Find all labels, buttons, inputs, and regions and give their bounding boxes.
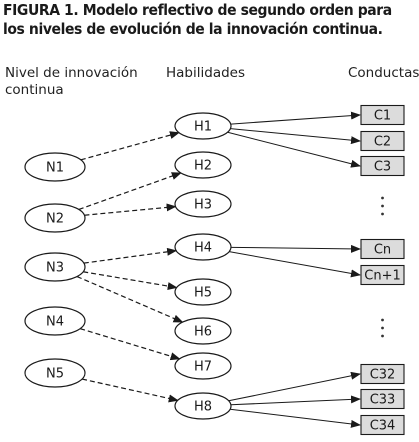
link-h1-c2 (230, 128, 361, 145)
link-n4-h7 (79, 328, 181, 361)
figure-title: FIGURA 1. Modelo reflectivo de segundo o… (3, 1, 392, 38)
behavior-label: Cn (374, 243, 391, 258)
behavior-node-c1: C1 (360, 104, 405, 126)
link-n2-h2 (78, 172, 182, 211)
link-n2-h3 (84, 203, 177, 216)
ellipsis-marker-1 (381, 196, 384, 216)
level-node-n3: N3 (24, 252, 86, 282)
link-h4-cnplus1 (229, 251, 361, 278)
link-n1-h1 (80, 131, 180, 161)
skill-node-h7: H7 (174, 352, 232, 380)
level-label: N4 (46, 315, 64, 330)
link-h8-c33 (230, 395, 361, 406)
ellipsis-marker-2 (381, 318, 384, 338)
level-label: N1 (46, 161, 64, 176)
skill-node-h2: H2 (174, 151, 232, 179)
behavior-label: C34 (370, 419, 396, 434)
skill-label: H7 (194, 360, 212, 375)
link-h8-c32 (228, 371, 361, 402)
link-h8-c34 (230, 408, 361, 428)
level-label: N5 (46, 367, 64, 382)
skill-node-h6: H6 (174, 317, 232, 345)
level-skill-links (76, 131, 184, 403)
level-node-n2: N2 (24, 203, 86, 233)
level-node-n1: N1 (24, 152, 86, 182)
behavior-node-c2: C2 (360, 130, 405, 152)
level-label: N2 (46, 212, 64, 227)
link-n3-h6 (76, 275, 184, 323)
link-h1-c3 (227, 131, 361, 168)
skill-label: H4 (194, 241, 212, 256)
skill-label: H5 (194, 286, 212, 301)
skill-label: H6 (194, 325, 212, 340)
behavior-label: C32 (370, 368, 396, 383)
skill-behavior-links (227, 111, 361, 428)
link-n3-h4 (83, 247, 178, 264)
link-h4-cn (230, 244, 361, 253)
level-node-n4: N4 (24, 306, 86, 336)
column-header-habilidades: Habilidades (166, 65, 245, 81)
behavior-label: C2 (374, 135, 391, 150)
skill-node-h3: H3 (174, 190, 232, 218)
link-h1-c1 (230, 111, 361, 125)
ellipsis-markers (381, 196, 384, 338)
skill-node-h5: H5 (174, 278, 232, 306)
level-node-n5: N5 (24, 358, 86, 388)
level-label: N3 (46, 261, 64, 276)
behavior-label: Cn+1 (364, 269, 400, 284)
link-n5-h8 (81, 378, 179, 403)
behavior-node-cnplus1: Cn+1 (360, 264, 405, 286)
skill-node-h4: H4 (174, 233, 232, 261)
behavior-label: C33 (370, 393, 396, 408)
skill-label: H1 (194, 120, 212, 135)
link-n3-h5 (83, 271, 178, 291)
behavior-label: C3 (374, 160, 391, 175)
behavior-label: C1 (374, 109, 391, 124)
skill-node-h8: H8 (174, 392, 232, 420)
skill-label: H2 (194, 159, 212, 174)
behavior-node-c33: C33 (360, 388, 405, 410)
behavior-node-c3: C3 (360, 155, 405, 177)
skill-label: H8 (194, 400, 212, 415)
behavior-node-c34: C34 (360, 414, 405, 436)
skill-label: H3 (194, 198, 212, 213)
column-header-conductas: Conductas (348, 65, 419, 81)
behavior-node-c32: C32 (360, 363, 405, 385)
skill-node-h1: H1 (174, 112, 232, 140)
behavior-node-cn: Cn (360, 238, 405, 260)
column-header-niveles: Nivel de innovación continua (5, 65, 138, 98)
